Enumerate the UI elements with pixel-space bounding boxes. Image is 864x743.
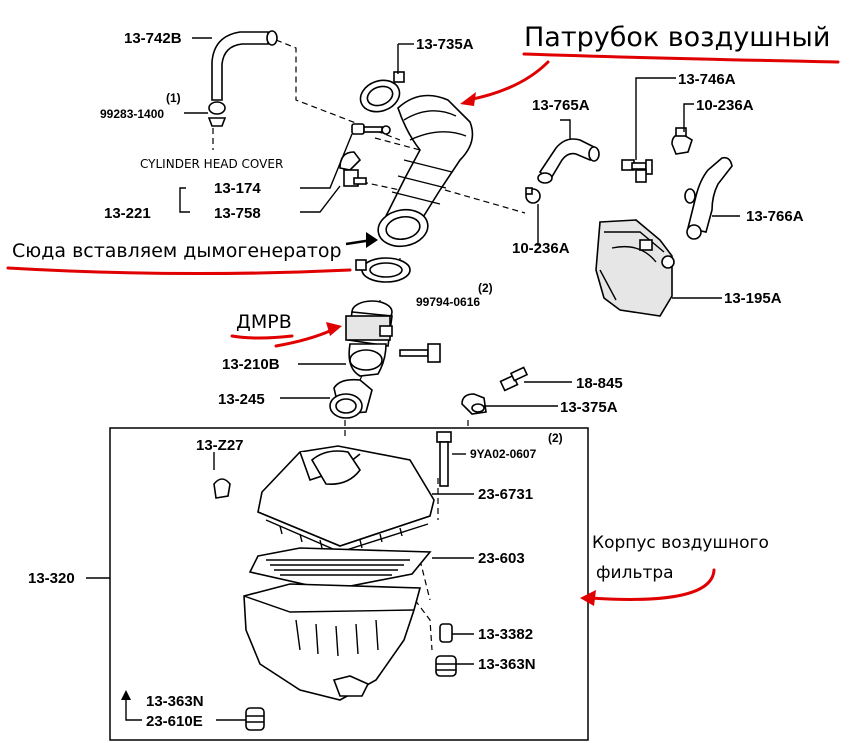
clamp-10-236A-top [671, 127, 693, 155]
maf-sensor-13-210B [345, 300, 393, 377]
arrow-filter-housing [588, 568, 716, 601]
label-13-766A: 13-766A [746, 208, 804, 225]
label-13-Z27: 13-Z27 [196, 437, 244, 454]
label-13-195A: 13-195A [724, 290, 782, 307]
label-13-735A: 13-735A [416, 36, 474, 53]
arrow-maf [274, 328, 334, 348]
air-cleaner-case [243, 583, 422, 701]
resonator-13-195A [595, 219, 675, 317]
hose-13-766A [684, 156, 733, 240]
air-intake-pipe [359, 71, 474, 248]
underline-air-pipe [522, 52, 840, 64]
label-13-174: 13-174 [214, 180, 261, 197]
duct-13-245 [329, 378, 373, 419]
label-13-3382: 13-3382 [478, 626, 533, 643]
label-99283-qty: (1) [166, 91, 181, 105]
label-10-236A-mid: 10-236A [512, 240, 570, 257]
label-13-742B: 13-742B [124, 30, 182, 47]
mount-13-363N-right [435, 655, 457, 677]
clip-13-Z27 [213, 478, 231, 499]
label-13-746A: 13-746A [678, 71, 736, 88]
arrow-air-pipe [466, 60, 550, 102]
label-99283-1400: 99283-1400 [100, 107, 164, 121]
fitting-13-174 [351, 123, 391, 135]
leader-lines [86, 37, 740, 721]
label-13-765A: 13-765A [532, 97, 590, 114]
label-18-845: 18-845 [576, 375, 623, 392]
underline-smoke-generator [6, 266, 352, 276]
label-23-610E: 23-610E [146, 713, 203, 730]
bolt-99794-0616 [399, 343, 441, 363]
sensor-18-845 [499, 366, 529, 392]
grommet-13-3382 [439, 623, 453, 643]
label-13-363N-right: 13-363N [478, 656, 536, 673]
user-annotations: Патрубок воздушный Сюда вставляем дымоге… [6, 22, 840, 606]
label-cylinder-head-cover: CYLINDER HEAD COVER [140, 157, 283, 171]
label-13-320: 13-320 [28, 570, 75, 587]
label-13-210B: 13-210B [222, 356, 280, 373]
air-cleaner-cover-23-6731 [257, 445, 435, 553]
annotation-air-pipe: Патрубок воздушный [524, 22, 830, 53]
fitting-13-758 [339, 151, 367, 187]
breather-hose-13-742B [207, 30, 278, 127]
bolt-9YA02-0607 [436, 431, 452, 487]
air-cleaner-frame [109, 427, 589, 741]
underline-maf [230, 334, 294, 340]
annotation-filter-housing-line2: фильтра [596, 563, 674, 583]
annotation-smoke-generator: Сюда вставляем дымогенератор [12, 240, 342, 262]
label-13-245: 13-245 [218, 391, 265, 408]
air-filter-element-23-603 [248, 547, 432, 591]
label-13-363N-left: 13-363N [146, 693, 204, 710]
label-13-221: 13-221 [104, 205, 151, 222]
label-13-758: 13-758 [214, 205, 261, 222]
hose-13-765A [537, 138, 600, 184]
mount-13-363N-left [245, 707, 265, 731]
hose-clamp-inlet [355, 257, 411, 283]
label-13-375A: 13-375A [560, 399, 618, 416]
grommet-13-375A [461, 393, 487, 415]
label-9YA02-qty: (2) [548, 431, 563, 445]
part-labels: 13-742B (1) 99283-1400 CYLINDER HEAD COV… [28, 30, 804, 730]
label-99794-qty: (2) [478, 281, 493, 295]
label-23-603: 23-603 [478, 550, 525, 567]
fitting-13-746A [621, 159, 653, 183]
annotation-maf: ДМРВ [236, 311, 292, 333]
label-9YA02-0607: 9YA02-0607 [470, 447, 537, 461]
clamp-10-236A-mid [525, 187, 541, 204]
label-10-236A-top: 10-236A [696, 97, 754, 114]
label-23-6731: 23-6731 [478, 486, 533, 503]
annotation-filter-housing-line1: Корпус воздушного [592, 533, 769, 553]
label-99794-0616: 99794-0616 [416, 295, 480, 309]
